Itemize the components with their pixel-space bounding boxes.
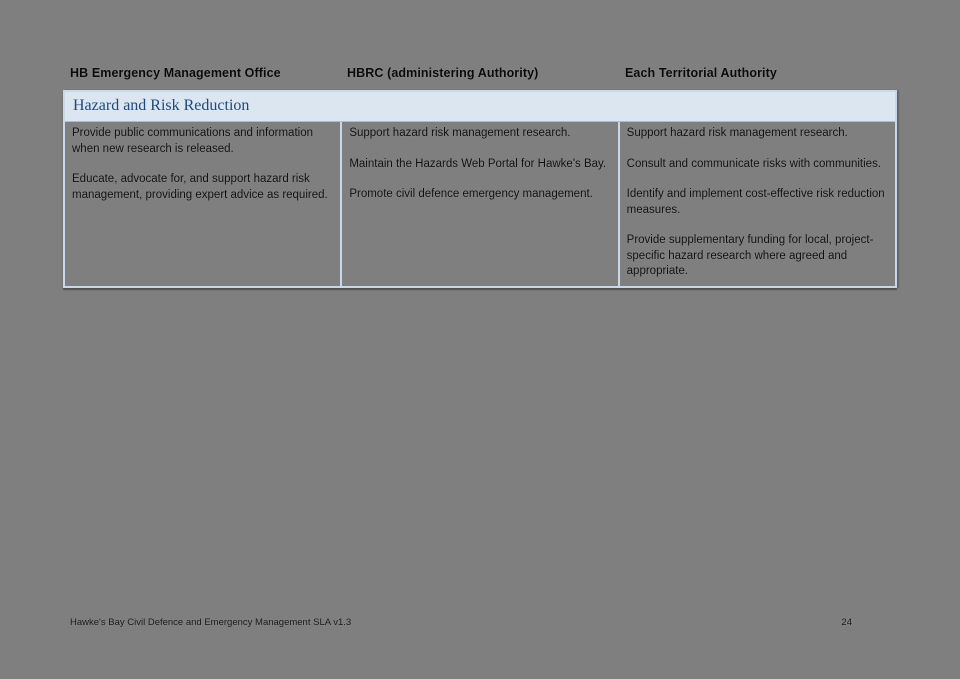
responsibilities-table: Hazard and Risk Reduction Provide public…	[63, 90, 897, 288]
section-header-label: Hazard and Risk Reduction	[73, 97, 250, 114]
cell-paragraph: Support hazard risk management research.	[626, 127, 848, 139]
cell-paragraph: Identify and implement cost-effective ri…	[626, 188, 885, 216]
footer-page-number: 24	[841, 617, 852, 628]
table-cell-hb-emergency-management-office: Provide public communications and inform…	[65, 122, 340, 286]
table-cell-territorial-authority: Support hazard risk management research.…	[617, 122, 895, 286]
page-footer: Hawke's Bay Civil Defence and Emergency …	[70, 617, 852, 628]
cell-paragraph: Consult and communicate risks with commu…	[626, 157, 882, 170]
section-header-band: Hazard and Risk Reduction	[65, 92, 895, 122]
table-row: Provide public communications and inform…	[65, 122, 895, 286]
table-cell-hbrc: Support hazard risk management research.…	[340, 122, 617, 286]
column-header-hbrc-administering-authority: HBRC (administering Authority)	[347, 66, 539, 80]
cell-paragraph: Provide public communications and inform…	[72, 127, 313, 155]
cell-paragraph: Educate, advocate for, and support hazar…	[72, 173, 328, 201]
table-column-headers: HB Emergency Management Office HBRC (adm…	[63, 66, 897, 80]
cell-paragraph: Maintain the Hazards Web Portal for Hawk…	[349, 157, 607, 170]
cell-paragraph: Support hazard risk management research.	[349, 127, 571, 139]
cell-paragraph: Promote civil defence emergency manageme…	[349, 188, 593, 200]
column-header-hb-emergency-management-office: HB Emergency Management Office	[70, 66, 281, 80]
cell-paragraph: Provide supplementary funding for local,…	[626, 234, 874, 277]
column-header-each-territorial-authority: Each Territorial Authority	[625, 66, 777, 80]
footer-document-title: Hawke's Bay Civil Defence and Emergency …	[70, 617, 352, 628]
